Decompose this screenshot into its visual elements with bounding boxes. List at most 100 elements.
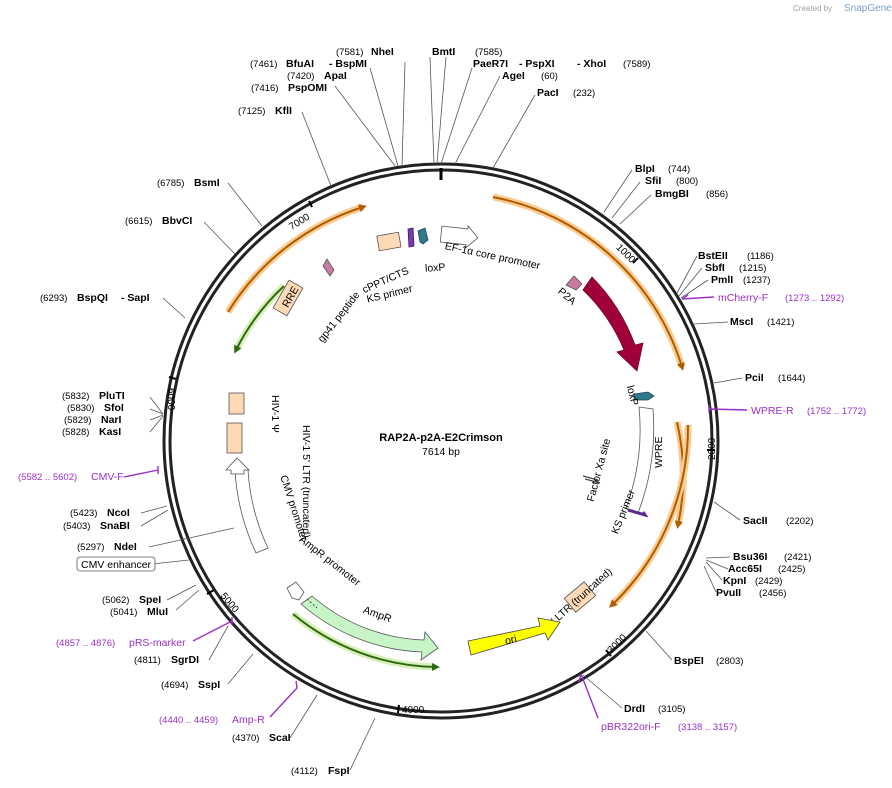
site-msci: MscI <box>730 316 753 328</box>
credit-text: Created by <box>793 4 832 13</box>
site-bmgbi: BmgBI <box>655 188 689 200</box>
primer-labels: mCherry-F (1273 .. 1292) WPRE-R (1752 ..… <box>18 292 866 733</box>
site-pos-sbfi: (1215) <box>739 263 766 274</box>
site-ndei: NdeI <box>114 541 137 553</box>
site-pvuii: PvuII <box>716 587 741 599</box>
site-pos-sacii: (2202) <box>786 516 813 527</box>
site-pos-sfii: (800) <box>676 176 698 187</box>
site-bspqi: BspQI <box>77 292 108 304</box>
site-bspei: BspEI <box>674 655 704 667</box>
site-pos-acc65i: (2425) <box>778 564 805 575</box>
primer-range-amp-r: (4440 .. 4459) <box>159 715 218 726</box>
ks-primer-right-shape <box>627 508 649 518</box>
green-arrows <box>232 283 440 671</box>
site-pos-bbvci: (6615) <box>125 216 152 227</box>
ef1a-promoter-arrow <box>439 224 479 249</box>
site-mlui: MluI <box>147 606 168 618</box>
ampr-arrow <box>300 595 439 661</box>
primer-range-pbr322ori-f: (3138 .. 3157) <box>678 722 737 733</box>
plasmid-name: RAP2A-p2A-E2Crimson <box>379 432 503 444</box>
site-snabi: SnaBI <box>100 520 130 532</box>
site-pos-apai: (7420) <box>287 71 314 82</box>
site-pos-ncoi: (5423) <box>70 508 97 519</box>
ampr-promoter-label: AmpR promoter <box>297 534 363 589</box>
loxp-left-label: loxP <box>425 261 446 274</box>
site-pluti: PluTI <box>99 390 125 402</box>
site-pos-pvuii: (2456) <box>759 588 786 599</box>
primer-prs-marker: pRS-marker <box>129 637 186 649</box>
site-pos-kpni: (2429) <box>755 576 782 587</box>
cmv-enhancer-label: CMV enhancer <box>81 559 152 571</box>
site-acc65i: Acc65I <box>728 563 762 575</box>
site-sbfi: SbfI <box>705 262 725 274</box>
wpre-label: WPRE <box>653 437 665 469</box>
ltr5-right-shape <box>563 581 597 613</box>
site-pos-bspqi: (6293) <box>40 293 67 304</box>
loxp-right-label: loxP <box>624 384 641 407</box>
loxp-right-shape <box>633 391 655 401</box>
site-sfii: SfiI <box>645 175 661 187</box>
site-pos-snabi: (5403) <box>63 521 90 532</box>
site-ncoi: NcoI <box>107 507 130 519</box>
site-agei: AgeI <box>502 70 525 82</box>
site-blpi: BlpI <box>635 163 655 175</box>
hiv-ltr-shape <box>226 422 243 454</box>
site-pos-sgrdi: (4811) <box>134 655 161 666</box>
site-bsmi: BsmI <box>194 177 220 189</box>
site-kasi: KasI <box>99 426 121 438</box>
site-labels: (7581) NheI BmtI (7585) PaeR7I - PspXI -… <box>40 46 813 777</box>
site-pos-bspei: (2803) <box>716 656 743 667</box>
site-pos-pspomi: (7416) <box>251 83 278 94</box>
cmv-enhancer-box <box>76 556 156 572</box>
ampr-promoter-shape <box>286 581 305 601</box>
site-pos-kfli: (7125) <box>238 106 265 117</box>
site-kpni: KpnI <box>723 575 746 587</box>
e2crimson-arrow <box>582 276 644 372</box>
site-nari: NarI <box>101 414 122 426</box>
hiv-psi-label: HIV-1 Ψ <box>269 395 281 433</box>
gp41-label: gp41 peptide <box>316 289 363 344</box>
rre-shape <box>272 279 304 317</box>
site-bsu36i: Bsu36I <box>733 551 768 563</box>
site-sacii: SacII <box>743 515 768 527</box>
tick-label-2000: 2000 <box>707 437 718 460</box>
plasmid-length: 7614 bp <box>422 446 460 458</box>
site-pcii: PciI <box>745 372 764 384</box>
site-pos-bmgbi: (856) <box>706 189 728 200</box>
ef1a-promoter-label: EF-1α core promoter <box>444 240 542 272</box>
site-pos-blpi: (744) <box>668 164 690 175</box>
site-scai: ScaI <box>269 732 291 744</box>
site-pos-fspi: (4112) <box>291 766 318 777</box>
site-pos-agei: (60) <box>541 71 558 82</box>
orange-arrows <box>225 193 692 608</box>
site-pos-bsmi: (6785) <box>157 178 184 189</box>
primer-range-mcherry-f: (1273 .. 1292) <box>785 293 844 304</box>
site-pmli: PmlI <box>711 274 733 286</box>
site-pos-bsu36i: (2421) <box>784 552 811 563</box>
site-pos-sfoi: (5830) <box>67 403 94 414</box>
site-pos-mlui: (5041) <box>110 607 137 618</box>
site-sapi: - SapI <box>121 292 150 304</box>
site-pos-pmli: (1237) <box>743 275 770 286</box>
site-spei: SpeI <box>139 594 161 606</box>
ori-label: ori <box>504 633 518 647</box>
site-pos-scai: (4370) <box>232 733 259 744</box>
site-drdi: DrdI <box>624 703 645 715</box>
site-pos-pcii: (1644) <box>778 373 805 384</box>
site-pos-bfuai: (7461) <box>250 59 277 70</box>
site-bspmi: - BspMI <box>329 58 367 70</box>
site-kfli: KflI <box>275 105 292 117</box>
p2a-shape <box>565 275 583 291</box>
tick-label-3000: 3000 <box>606 632 630 656</box>
site-pos-xhoi: (7589) <box>623 59 650 70</box>
cmv-enhancer-shape <box>234 469 269 554</box>
primer-wpre-r: WPRE-R <box>751 405 794 417</box>
ampr-label: AmpR <box>362 604 394 625</box>
site-bbvci: BbvCI <box>162 215 192 227</box>
primer-cmv-f: CMV-F <box>91 471 124 483</box>
site-nhei: NheI <box>371 46 394 58</box>
site-pos-drdi: (3105) <box>658 704 685 715</box>
site-sfoi: SfoI <box>104 402 124 414</box>
site-bmti: BmtI <box>432 46 455 58</box>
